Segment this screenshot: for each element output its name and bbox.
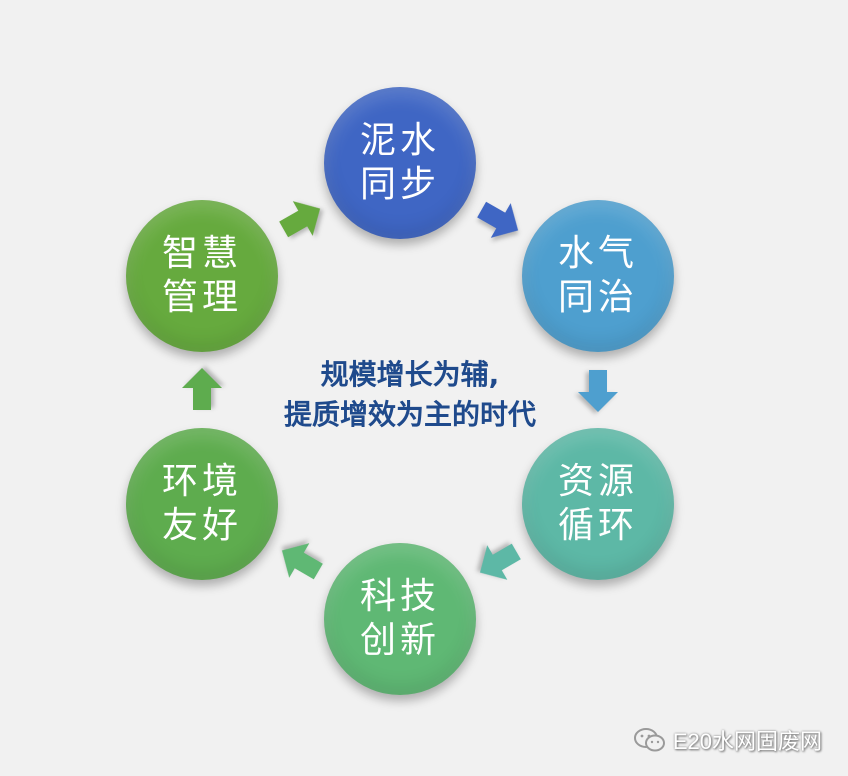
- watermark: E20水网固废网: [633, 724, 822, 756]
- flow-arrow: [479, 543, 521, 580]
- flow-arrow: [279, 201, 321, 238]
- flow-arrow: [578, 370, 618, 412]
- node-label: 水气同治: [557, 233, 638, 318]
- flow-arrow: [477, 201, 519, 238]
- center-caption: 规模增长为辅, 提质增效为主的时代: [240, 355, 580, 435]
- node-sludge-water: 泥水同步: [324, 87, 476, 239]
- watermark-text: E20水网固废网: [672, 729, 822, 754]
- node-label: 科技创新: [359, 576, 440, 661]
- node-tech-innovation: 科技创新: [324, 543, 476, 695]
- flow-arrow: [281, 543, 323, 580]
- center-line-2: 提质增效为主的时代: [283, 398, 536, 431]
- node-environment-friendly: 环境友好: [126, 428, 278, 580]
- center-line-1: 规模增长为辅,: [320, 358, 500, 391]
- node-label: 资源循环: [557, 461, 638, 546]
- flow-arrow: [182, 368, 222, 410]
- node-label: 环境友好: [161, 461, 242, 546]
- wechat-icon: [633, 728, 665, 752]
- node-water-gas: 水气同治: [522, 200, 674, 352]
- node-label: 泥水同步: [359, 120, 440, 205]
- node-resource-cycle: 资源循环: [522, 428, 674, 580]
- node-label: 智慧管理: [161, 233, 242, 318]
- node-smart-management: 智慧管理: [126, 200, 278, 352]
